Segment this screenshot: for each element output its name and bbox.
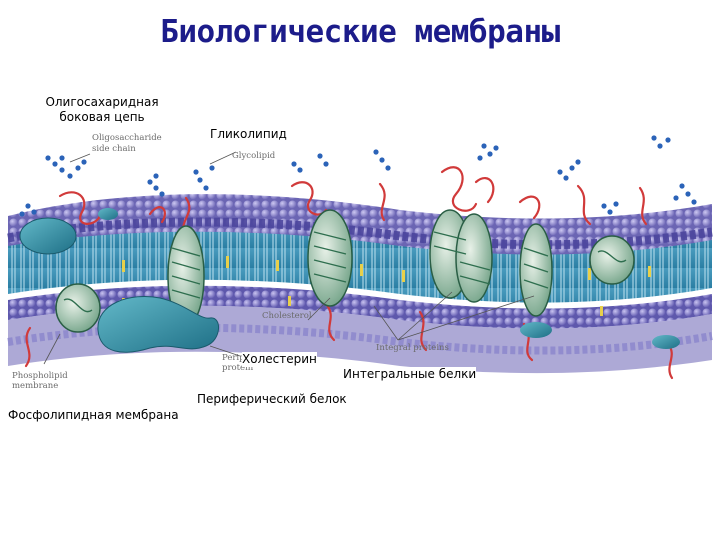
integral-proteins-label: Интегральные белки [343, 367, 477, 382]
en-peripheral-line2: protein [222, 363, 254, 373]
page-title: Биологические мембраны [160, 14, 560, 50]
peripheral-protein-label: Периферический белок [197, 392, 347, 407]
phospholipid-membrane-label: Фосфолипидная мембрана [8, 408, 179, 422]
cholesterol-label: Холестерин [242, 352, 317, 367]
oligosaccharide-label-line1: Олигосахаридная [45, 95, 159, 109]
en-oligosaccharide-line2: side chain [92, 144, 136, 154]
glycolipid-label: Гликолипид [210, 127, 287, 141]
en-oligosaccharide-line1: Oligosaccharide [92, 133, 162, 143]
en-cholesterol: Cholesterol [262, 311, 312, 321]
oligosaccharide-label-line2: боковая цепь [59, 110, 145, 124]
en-phospholipid-line2: membrane [12, 381, 58, 391]
en-integral-proteins: Integral proteins [376, 343, 449, 353]
membrane-diagram: Oligosaccharide side chain Glycolipid Ch… [7, 133, 713, 391]
en-glycolipid: Glycolipid [232, 151, 276, 161]
oligosaccharide-label: Олигосахаридная боковая цепь [38, 95, 166, 125]
en-phospholipid-line1: Phospholipid [12, 371, 68, 381]
